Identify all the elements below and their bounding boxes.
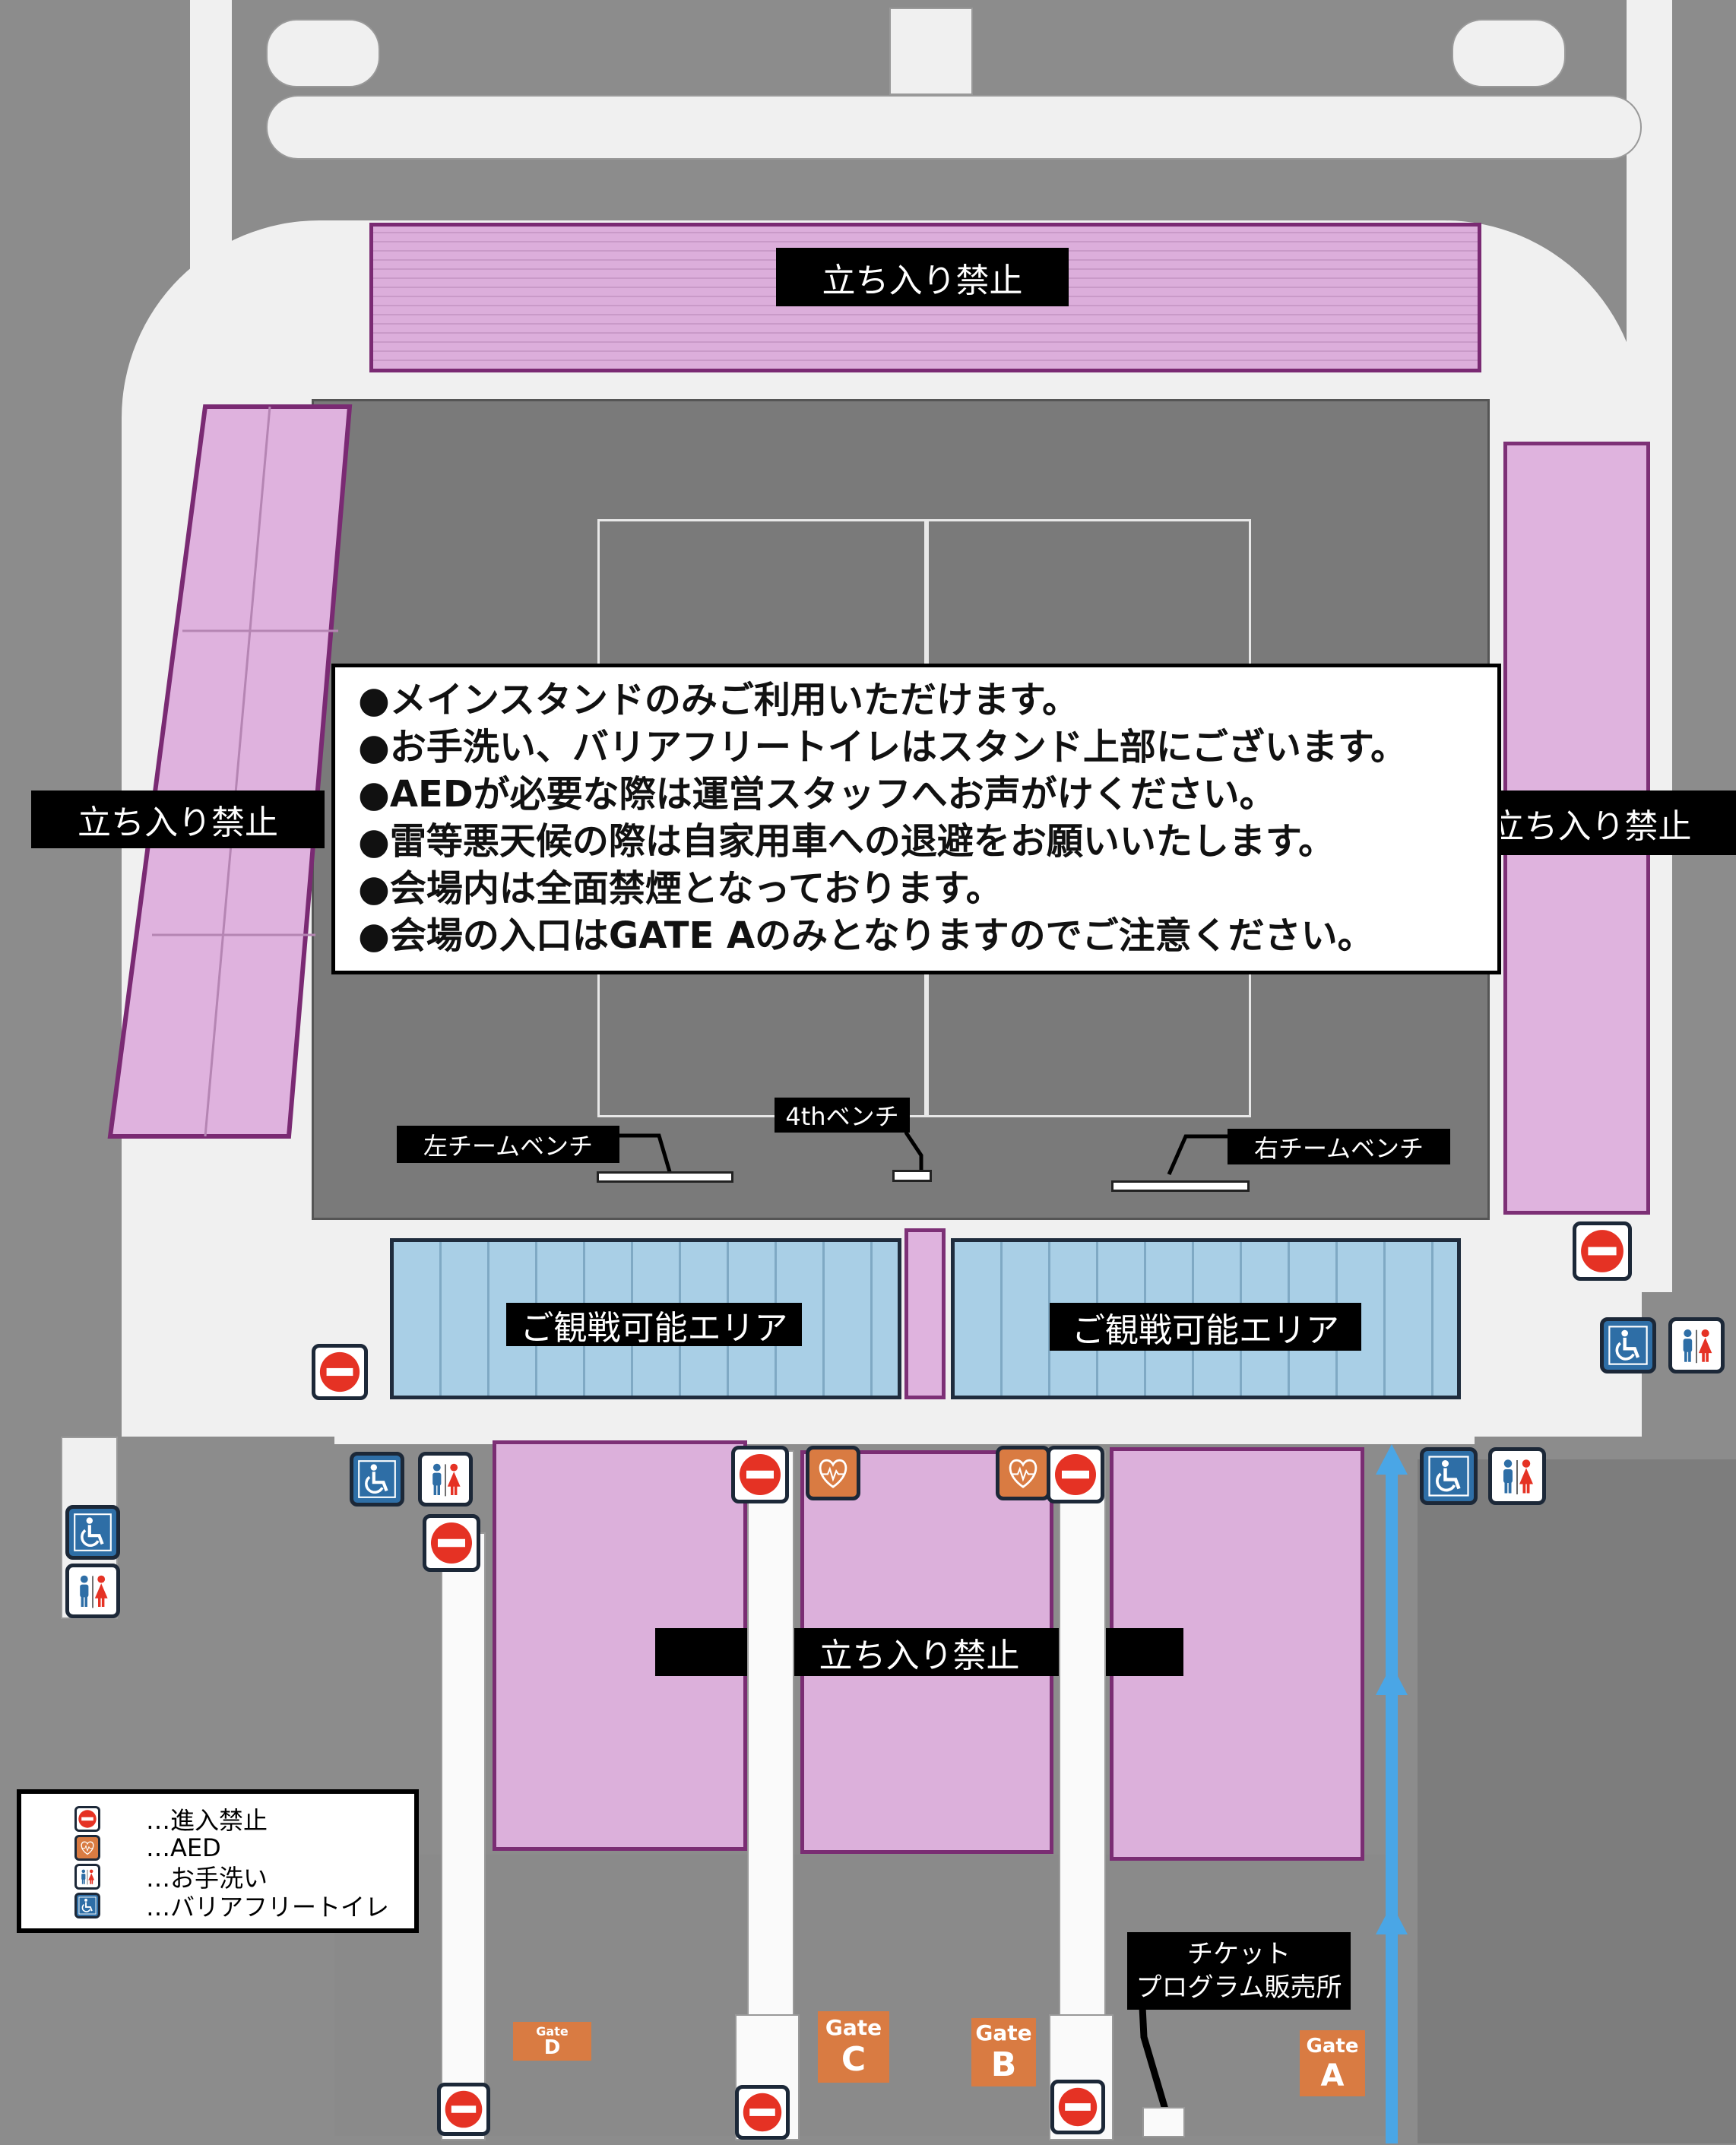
top-tower — [889, 8, 973, 95]
right-bench-pointer — [1167, 1134, 1230, 1176]
legend: …進入禁止 …AED …お手洗い …バリアフリートイレ — [17, 1789, 419, 1933]
no-entry-icon — [437, 2083, 490, 2136]
fourth-bench-pointer — [904, 1129, 923, 1171]
no-entry-icon — [731, 1446, 789, 1503]
accessible-toilet-icon — [350, 1452, 404, 1507]
legend-label: …AED — [146, 1833, 221, 1862]
gate-c: Gate C — [818, 2011, 889, 2083]
gate-a: Gate A — [1300, 2030, 1365, 2096]
top-structure-right — [1452, 19, 1566, 87]
top-structure-left — [266, 19, 380, 87]
gate-d-letter: D — [543, 2036, 561, 2059]
legend-item: …バリアフリートイレ — [74, 1891, 414, 1922]
fourth-official-bench — [892, 1170, 932, 1182]
notice-line: ●AEDが必要な際は運営スタッフへお声がけください。 — [358, 773, 1276, 816]
restroom-icon — [1488, 1447, 1546, 1505]
aed-icon — [74, 1835, 100, 1861]
top-stand-label: 立ち入り禁止 — [776, 248, 1069, 306]
notice-line: ●お手洗い、バリアフリートイレはスタンド上部にございます。 — [358, 726, 1408, 768]
no-entry-icon — [1573, 1221, 1632, 1281]
front-concourse — [334, 1399, 1475, 1444]
gate-c-letter: C — [841, 2040, 866, 2079]
gate-b-letter: B — [990, 2045, 1017, 2084]
left-bench-label: 左チームベンチ — [397, 1126, 619, 1163]
center-aisle-restricted — [904, 1228, 946, 1399]
restroom-icon — [65, 1564, 120, 1618]
ticket-booth-pointer — [1139, 2007, 1169, 2111]
accessible-toilet-icon — [1420, 1447, 1478, 1505]
notice-line: ●会場内は全面禁煙となっております。 — [358, 867, 1003, 910]
viewing-area-left-label: ご観戦可能エリア — [506, 1303, 802, 1348]
left-team-bench — [597, 1171, 733, 1183]
no-entry-icon — [312, 1344, 368, 1400]
left-stand-label: 立ち入り禁止 — [31, 791, 325, 848]
right-team-bench — [1111, 1180, 1250, 1192]
notice-box: ●メインスタンドのみご利用いただけます。 ●お手洗い、バリアフリートイレはスタン… — [331, 664, 1501, 974]
no-entry-icon — [1050, 2080, 1105, 2134]
ticket-booth-label: チケット プログラム販売所 — [1127, 1932, 1351, 2010]
no-entry-icon — [74, 1806, 100, 1832]
legend-label: …進入禁止 — [146, 1806, 268, 1835]
notice-line: ●メインスタンドのみご利用いただけます。 — [358, 679, 1079, 721]
ticket-booth-line2: プログラム販売所 — [1136, 1972, 1342, 2003]
no-entry-icon — [735, 2085, 790, 2140]
top-structure — [266, 95, 1642, 160]
notice-line: ●会場の入口はGATE Aのみとなりますのでご注意ください。 — [358, 914, 1374, 957]
gate-d-word: Gate — [536, 2023, 569, 2039]
ticket-booth — [1142, 2107, 1185, 2137]
left-stand-restricted — [107, 404, 353, 1139]
notice-line: ●雷等悪天候の際は自家用車への退避をお願いいたします。 — [358, 820, 1335, 863]
gate-b-word: Gate — [975, 2020, 1032, 2045]
aed-icon — [996, 1446, 1050, 1500]
gate-a-letter: A — [1320, 2058, 1345, 2093]
legend-item: …お手洗い — [74, 1862, 414, 1893]
gate-d: Gate D — [513, 2022, 591, 2061]
no-entry-icon — [1047, 1446, 1104, 1503]
aed-icon — [806, 1446, 860, 1500]
gate-a-word: Gate — [1306, 2034, 1359, 2058]
legend-item: …AED — [74, 1833, 414, 1862]
accessible-toilet-icon — [65, 1505, 120, 1560]
accessible-toilet-icon — [1600, 1317, 1656, 1373]
entry-route-arrow — [1376, 1444, 1408, 2143]
right-bench-label: 右チームベンチ — [1228, 1129, 1450, 1164]
accessible-toilet-icon — [74, 1893, 100, 1918]
left-bench-pointer — [616, 1133, 673, 1175]
right-lot — [1418, 1459, 1736, 2143]
left-road — [190, 0, 232, 380]
viewing-area-right-label: ご観戦可能エリア — [1050, 1303, 1361, 1351]
legend-item: …進入禁止 — [74, 1804, 414, 1835]
legend-label: …お手洗い — [146, 1864, 268, 1893]
no-entry-icon — [423, 1514, 480, 1572]
viewing-area-left — [390, 1238, 901, 1399]
walkway-d — [441, 1532, 486, 2140]
fourth-bench-label: 4thベンチ — [775, 1098, 910, 1133]
ticket-booth-line1: チケット — [1187, 1939, 1291, 1969]
restroom-icon — [1668, 1317, 1725, 1373]
gate-b: Gate B — [971, 2018, 1036, 2086]
legend-label: …バリアフリートイレ — [146, 1893, 390, 1922]
restroom-icon — [74, 1864, 100, 1890]
gate-c-word: Gate — [825, 2015, 882, 2040]
restroom-icon — [418, 1452, 473, 1507]
